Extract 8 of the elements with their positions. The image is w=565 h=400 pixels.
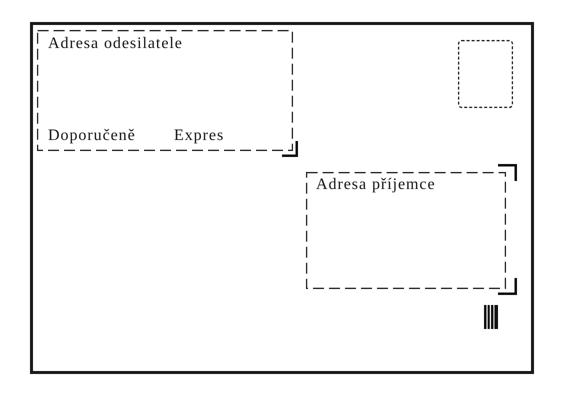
registered-mail-label: Doporučeně — [48, 127, 136, 145]
express-label: Expres — [174, 127, 224, 145]
stamp-area — [458, 40, 513, 108]
recipient-address-area — [306, 172, 506, 289]
recipient-address-label: Adresa příjemce — [316, 176, 436, 194]
envelope-outline — [30, 22, 534, 374]
sender-address-label: Adresa odesilatele — [48, 35, 183, 53]
sender-address-area — [37, 30, 293, 151]
